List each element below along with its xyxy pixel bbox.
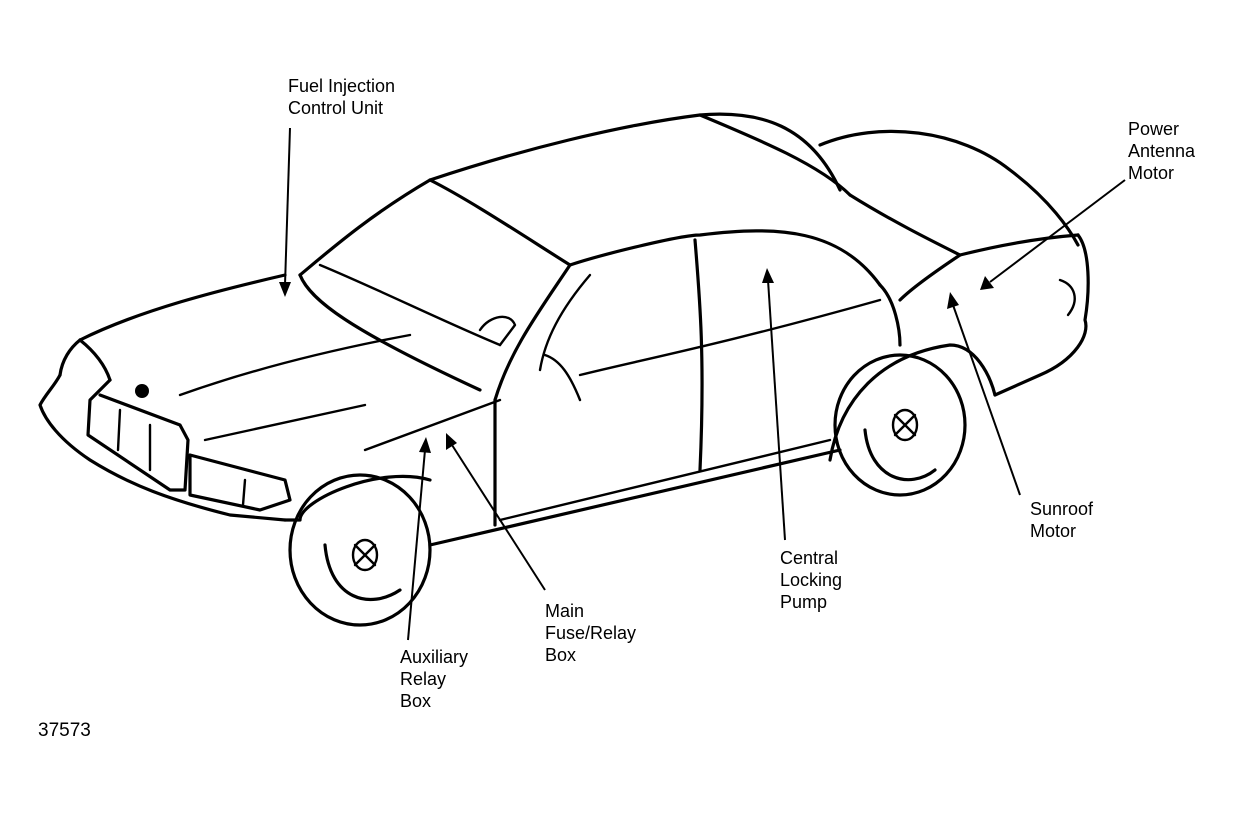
figure-number: 37573 (38, 720, 91, 741)
callout-line: Fuse/Relay (545, 623, 637, 643)
callout-line: Motor (1128, 163, 1175, 183)
callout-line: Motor (1030, 521, 1077, 541)
callout-line: Fuel Injection (288, 76, 396, 96)
callout-line: Pump (780, 592, 828, 612)
callout-line: Relay (400, 669, 447, 689)
callout-line: Central (780, 548, 839, 568)
callout-line: Sunroof (1030, 499, 1094, 519)
callout-line: Locking (780, 570, 843, 590)
callout-line: Antenna (1128, 141, 1196, 161)
callout-line: Box (400, 691, 432, 711)
callout-line: Auxiliary (400, 647, 469, 667)
leader-arrows (279, 127, 1126, 641)
callout-power-antenna-motor: Power Antenna Motor (1128, 118, 1195, 184)
callout-main-fuse-relay-box: Main Fuse/Relay Box (545, 600, 636, 666)
car-body-outline (38, 112, 1090, 627)
callout-sunroof-motor: Sunroof Motor (1030, 498, 1093, 542)
callout-fuel-injection-control-unit: Fuel Injection Control Unit (288, 75, 395, 119)
callout-central-locking-pump: Central Locking Pump (780, 547, 842, 613)
callout-line: Main (545, 601, 585, 621)
callout-line: Control Unit (288, 98, 384, 118)
callout-line: Box (545, 645, 577, 665)
callout-line: Power (1128, 119, 1180, 139)
callout-auxiliary-relay-box: Auxiliary Relay Box (400, 646, 468, 712)
